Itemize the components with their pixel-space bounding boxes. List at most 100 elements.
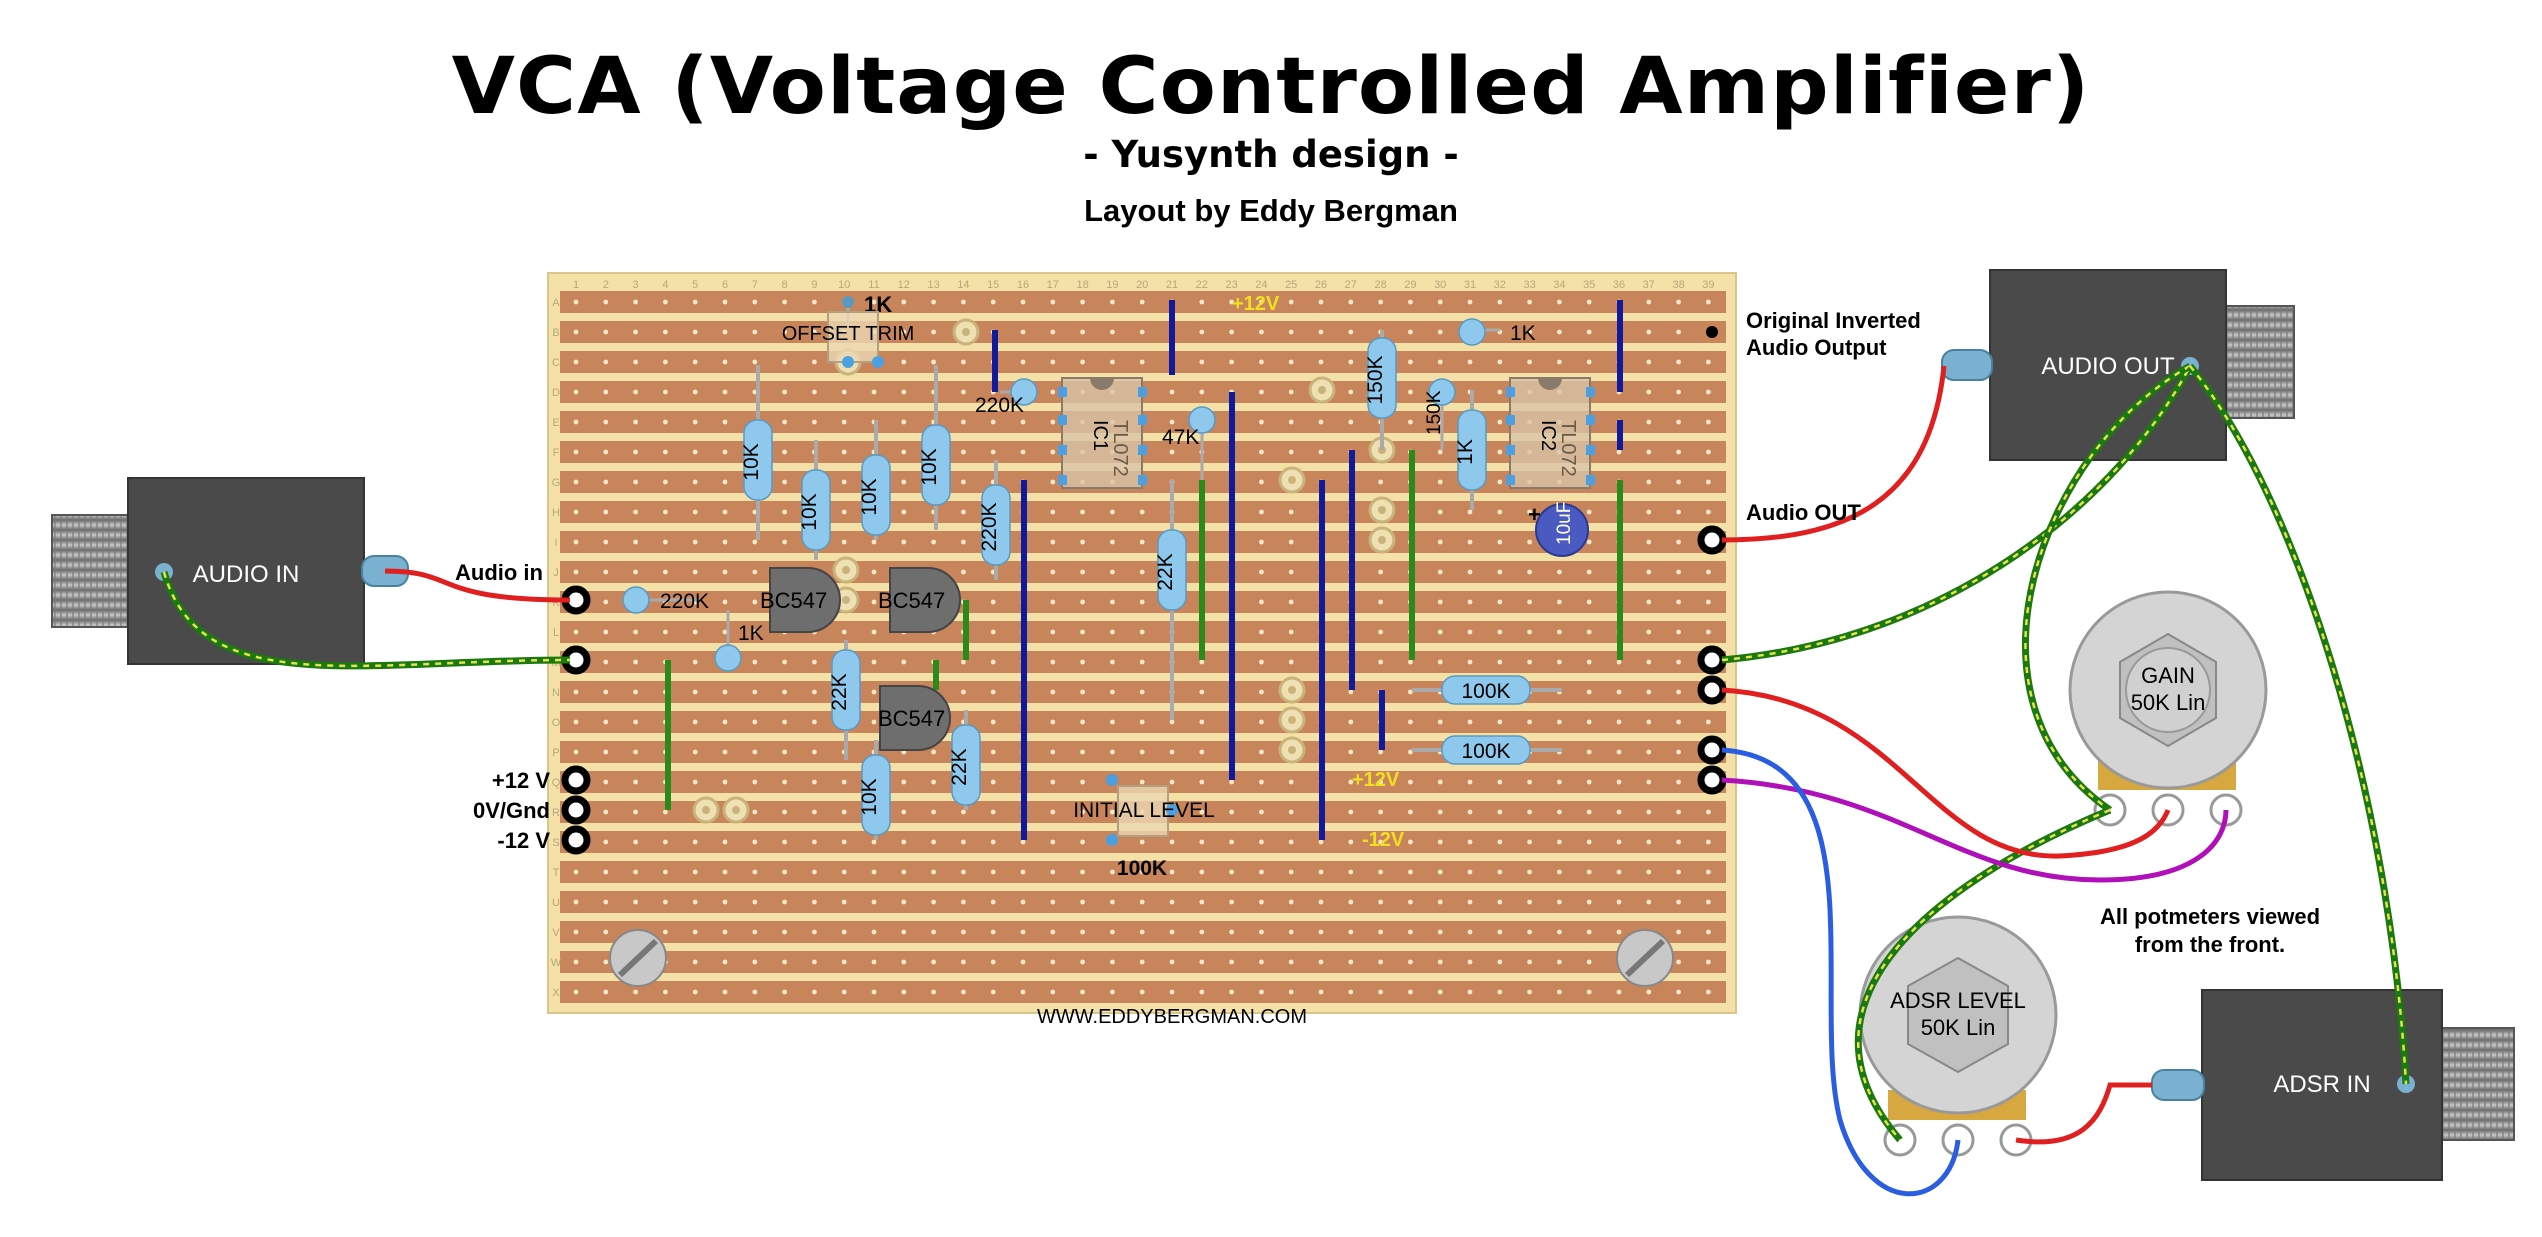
resistors: 10K 10K 10K 10K 220K [740,330,1487,840]
strip-hole [961,569,966,575]
wire-ground-audio-out [1721,364,2194,664]
ic-pin [1138,475,1147,485]
strip-hole [633,659,638,665]
jack-audio-in[interactable]: AUDIO IN [51,477,409,665]
strip-hole [573,329,579,335]
strip-hole [841,509,847,515]
strip-hole [633,869,638,875]
strip-hole [603,929,609,935]
strip-hole [1020,419,1026,425]
strip-hole [1199,329,1205,335]
strip-hole [1110,929,1115,935]
strip-hole [1259,419,1264,425]
jack-audio-out[interactable]: AUDIO OUT [1941,269,2295,461]
strip-hole [1527,569,1532,575]
strip-hole [752,989,758,995]
pot-gain[interactable]: GAIN 50K Lin [2068,590,2268,827]
strip-hole [633,989,638,995]
strip-hole [871,959,877,965]
strip-hole [1676,689,1681,695]
strip-hole [1676,299,1681,305]
strip-hole [871,389,877,395]
strip-hole [961,989,966,995]
strip-hole [603,959,609,965]
strip-hole [692,959,698,965]
column-number: 34 [1553,279,1565,291]
strip-hole [1676,809,1681,815]
strip-hole [1050,629,1056,635]
strip-hole [990,839,996,845]
strip-hole [1139,329,1145,335]
strip-hole [1676,749,1681,755]
strip-hole [1050,539,1056,545]
strip-hole [692,659,698,665]
strip-hole [961,479,966,485]
strip-hole [1318,839,1324,845]
strip-hole [692,719,698,725]
strip-hole [1259,329,1264,335]
strip-hole [841,809,847,815]
strip-hole [1586,809,1592,815]
strip-hole [1616,659,1622,665]
strip-hole [1437,989,1443,995]
strip-hole [722,419,728,425]
wire-red-adsr [2015,1082,2152,1145]
jack-adsr-in[interactable]: ADSR IN [2151,989,2515,1181]
strip-hole [752,719,758,725]
column-number: 7 [752,279,758,291]
strip-hole [931,989,936,995]
solder-pad-hole [702,806,710,814]
strip-hole [1259,899,1264,905]
strip-hole [1586,719,1592,725]
strip-hole [841,629,847,635]
transistor-bc547-b: BC547 [878,567,961,633]
wire-magenta-gain [1721,777,2229,883]
column-number: 21 [1166,279,1178,291]
capacitor-label: 10uF [1554,502,1575,545]
strip-hole [1199,299,1205,305]
strip-hole [1318,359,1324,365]
strip-hole [1646,689,1652,695]
strip-hole [1050,479,1056,485]
strip-hole [1110,869,1115,875]
strip-hole [961,689,966,695]
strip-hole [1110,809,1115,815]
strip-hole [633,569,638,575]
ic-pin [1058,475,1067,485]
strip-hole [1050,989,1056,995]
strip-hole [1288,569,1294,575]
pot-adsr-level[interactable]: ADSR LEVEL 50K Lin [1858,915,2058,1157]
strip-hole [812,329,817,335]
strip-hole [1110,299,1115,305]
strip-hole [1050,569,1056,575]
strip-hole [1229,329,1234,335]
strip-hole [1676,449,1681,455]
resistor-label: 150K [1424,390,1445,435]
strip-hole [1706,449,1711,455]
strip-hole [1497,629,1503,635]
strip-hole [1139,659,1145,665]
column-number: 8 [782,279,788,291]
strip-hole [1080,539,1085,545]
strip-hole [1527,719,1532,725]
strip-hole [663,839,668,845]
rail-label-plus12-mid: +12V [1352,769,1400,791]
resistor-1k-standing-b: 1K [714,610,764,672]
strip-hole [692,989,698,995]
strip-hole [573,869,579,875]
column-number: 17 [1047,279,1059,291]
strip-hole [1199,929,1205,935]
transistor-label: BC547 [878,706,945,731]
resistor-22k-c: 22K [1154,480,1187,720]
strip-hole [812,779,817,785]
column-number: 15 [987,279,999,291]
strip-hole [841,479,847,485]
strip-hole [1467,299,1473,305]
strip-hole [1646,749,1652,755]
pot-value: 50K Lin [1921,1015,1996,1040]
strip-hole [1706,389,1711,395]
strip-hole [782,659,787,665]
strip-hole [722,899,728,905]
strip-hole [1497,839,1503,845]
strip-hole [901,779,907,785]
